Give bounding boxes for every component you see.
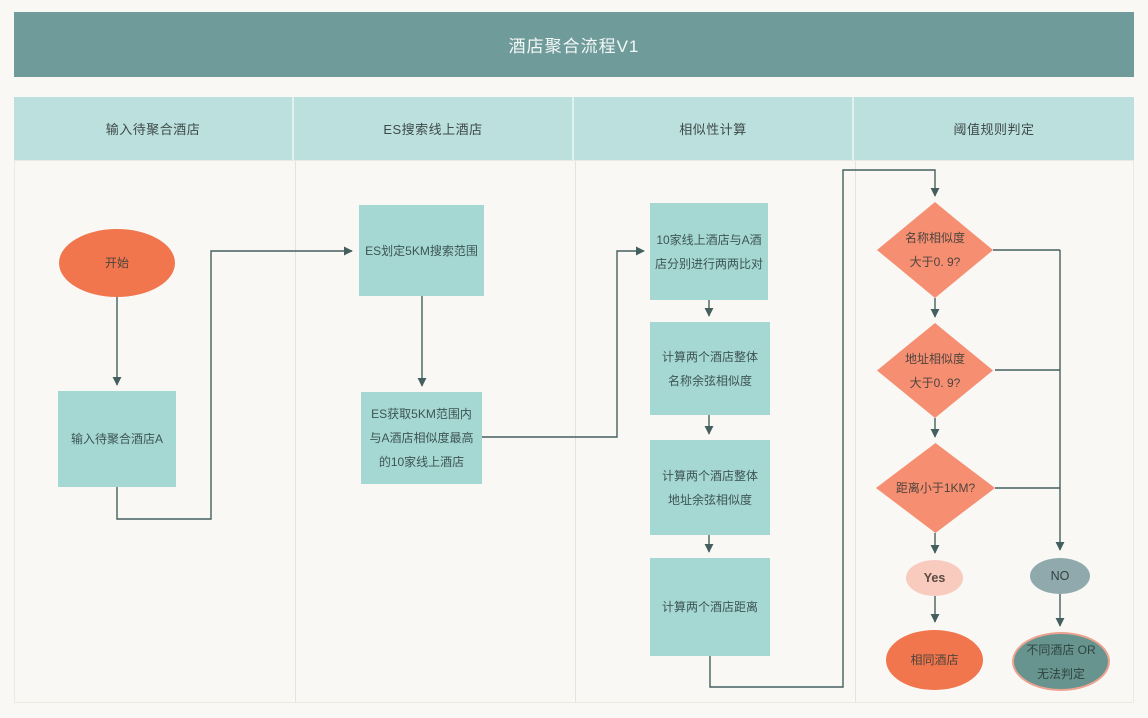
node-es-fetch-top10[interactable]: ES获取5KM范围内 与A酒店相似度最高 的10家线上酒店 xyxy=(361,392,482,484)
lane-divider-1 xyxy=(295,161,296,702)
node-diff-hotel[interactable]: 不同酒店 OR 无法判定 xyxy=(1012,632,1110,691)
node-yes[interactable]: Yes xyxy=(906,560,963,596)
lane-header-row: 输入待聚合酒店 ES搜索线上酒店 相似性计算 阈值规则判定 xyxy=(14,97,1134,160)
node-name-cosine-similarity[interactable]: 计算两个酒店整体 名称余弦相似度 xyxy=(650,322,770,415)
lane-header-es-search: ES搜索线上酒店 xyxy=(294,97,574,160)
diagram-title-bar: 酒店聚合流程V1 xyxy=(14,12,1134,77)
node-addr-cosine-similarity[interactable]: 计算两个酒店整体 地址余弦相似度 xyxy=(650,440,770,535)
node-pairwise-compare[interactable]: 10家线上酒店与A酒 店分别进行两两比对 xyxy=(650,203,768,300)
lane-divider-2 xyxy=(575,161,576,702)
node-same-hotel[interactable]: 相同酒店 xyxy=(886,630,983,690)
node-distance-calc[interactable]: 计算两个酒店距离 xyxy=(650,558,770,656)
node-es-5km-range[interactable]: ES划定5KM搜索范围 xyxy=(359,205,484,296)
lane-header-input: 输入待聚合酒店 xyxy=(14,97,294,160)
swimlane-pool: 输入待聚合酒店 ES搜索线上酒店 相似性计算 阈值规则判定 xyxy=(14,97,1134,703)
diagram-title: 酒店聚合流程V1 xyxy=(508,37,640,56)
node-start[interactable]: 开始 xyxy=(59,229,175,297)
lane-divider-3 xyxy=(855,161,856,702)
node-input-hotel-a[interactable]: 输入待聚合酒店A xyxy=(58,391,176,487)
lane-header-similarity: 相似性计算 xyxy=(574,97,854,160)
lane-header-threshold: 阈值规则判定 xyxy=(953,122,1035,137)
node-no[interactable]: NO xyxy=(1030,558,1090,594)
